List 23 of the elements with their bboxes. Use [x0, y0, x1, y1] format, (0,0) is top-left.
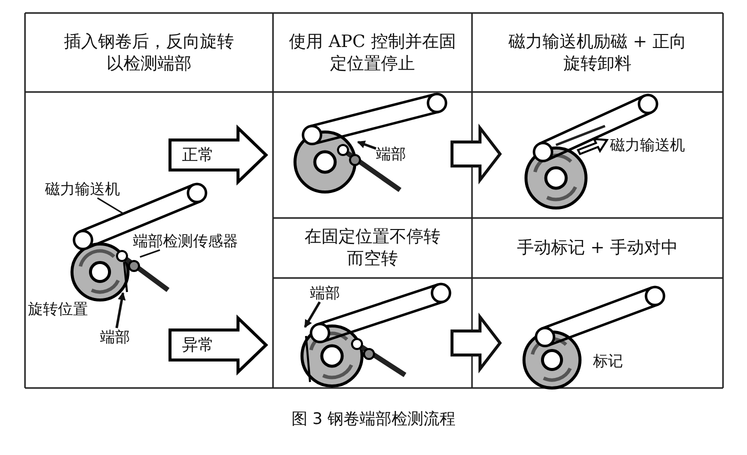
- part-label: 磁力输送机: [610, 136, 685, 154]
- block-arrow: [450, 124, 502, 184]
- leader-arrow: [304, 301, 321, 328]
- part-label: 旋转位置: [28, 300, 88, 318]
- block-arrow: 异常: [168, 316, 268, 374]
- step-heading: 磁力输送机励磁 + 正向旋转卸料: [472, 13, 723, 92]
- leader-arrow: [357, 140, 376, 150]
- leader-line: [140, 249, 160, 258]
- callout-text: 磁力输送机: [45, 180, 120, 198]
- step-text: 手动标记 + 手动对中: [472, 218, 723, 278]
- block-arrow: [450, 312, 502, 374]
- step-text: 在固定位置不停转而空转: [273, 218, 472, 278]
- callout-text: 端部: [376, 145, 406, 163]
- leader-arrow: [115, 292, 126, 328]
- callout-text: 端部: [310, 284, 340, 302]
- part-label: 标记: [593, 352, 623, 370]
- block-arrow: 正常: [168, 126, 268, 184]
- step-heading: 使用 APC 控制并在固定位置停止: [273, 13, 472, 92]
- callout-text: 端部检测传感器: [133, 232, 238, 250]
- step-heading: 插入钢卷后，反向旋转以检测端部: [25, 13, 273, 92]
- figure-caption: 图 3 钢卷端部检测流程: [290, 410, 457, 428]
- callout-text: 端部: [100, 328, 130, 346]
- leader-line: [97, 197, 124, 215]
